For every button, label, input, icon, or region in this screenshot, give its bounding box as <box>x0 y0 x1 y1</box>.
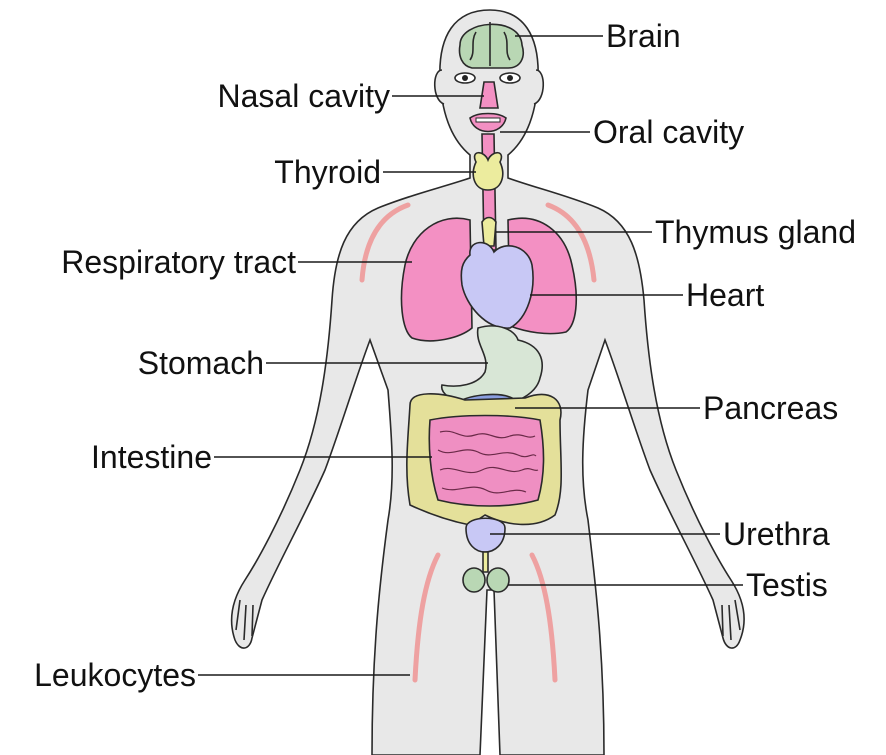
left-testis <box>463 568 485 592</box>
label-testis: Testis <box>746 567 828 603</box>
right-pupil <box>507 75 513 81</box>
right-testis <box>487 568 509 592</box>
teeth <box>476 118 500 122</box>
brain <box>460 24 524 68</box>
urethra <box>483 552 488 572</box>
label-oral-cavity: Oral cavity <box>593 114 744 150</box>
left-pupil <box>462 75 468 81</box>
label-intestine: Intestine <box>91 439 212 475</box>
small-intestine <box>429 416 543 507</box>
thymus-gland <box>482 218 496 247</box>
intestines <box>407 394 561 525</box>
nasal-cavity <box>480 82 498 108</box>
label-thyroid: Thyroid <box>274 154 381 190</box>
label-stomach: Stomach <box>138 345 264 381</box>
label-nasal-cavity: Nasal cavity <box>218 78 391 114</box>
label-leukocytes: Leukocytes <box>34 657 196 693</box>
label-heart: Heart <box>686 277 764 313</box>
label-respiratory-tract: Respiratory tract <box>61 244 296 280</box>
label-thymus-gland: Thymus gland <box>655 214 856 250</box>
label-brain: Brain <box>606 18 681 54</box>
label-urethra: Urethra <box>723 516 830 552</box>
thyroid <box>473 153 502 190</box>
label-pancreas: Pancreas <box>703 390 838 426</box>
